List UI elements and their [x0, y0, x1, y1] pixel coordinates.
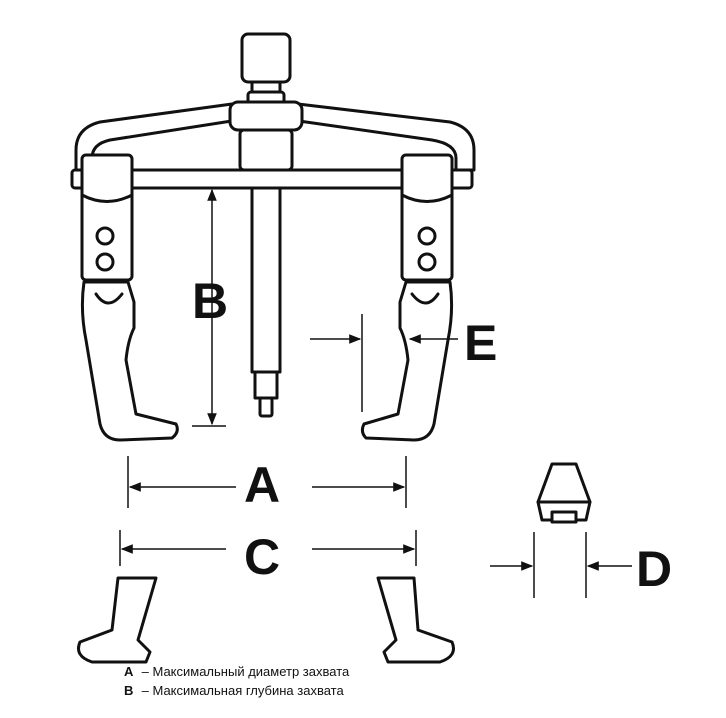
jaw-left-hole-1	[95, 226, 115, 246]
dimension-label-a: A	[244, 457, 280, 513]
jaw-left-hole-2	[95, 252, 115, 272]
cone-tip	[536, 462, 592, 504]
legend-text: – Максимальный диаметр захвата	[141, 664, 350, 679]
jaw-left-hook	[80, 280, 179, 442]
jaw-left-body	[80, 153, 134, 282]
puller-drawing	[70, 32, 592, 664]
legend: A – Максимальный диаметр захвата B – Мак…	[124, 662, 349, 700]
jaw-right-hole-2	[417, 252, 437, 272]
dimension-label-b: B	[192, 273, 228, 329]
legend-key: B	[124, 683, 134, 698]
jaw-right-body	[400, 153, 454, 282]
legend-text: – Максимальная глубина захвата	[141, 683, 344, 698]
dimension-label-c: C	[244, 529, 280, 585]
legend-item-a: A – Максимальный диаметр захвата	[124, 662, 349, 681]
jaw-tip-left	[77, 576, 158, 664]
jaw-right-hook	[360, 280, 454, 442]
dimension-lines	[119, 188, 632, 598]
legend-key: A	[124, 664, 134, 679]
dimension-label-e: E	[464, 315, 497, 371]
spindle	[250, 186, 282, 374]
jaw-right-hole-1	[417, 226, 437, 246]
jaw-tip-right	[376, 576, 455, 664]
yoke-hub	[228, 100, 304, 132]
legend-item-b: B – Максимальная глубина захвата	[124, 681, 349, 700]
screw-head	[240, 32, 292, 84]
dimension-label-d: D	[636, 541, 672, 597]
